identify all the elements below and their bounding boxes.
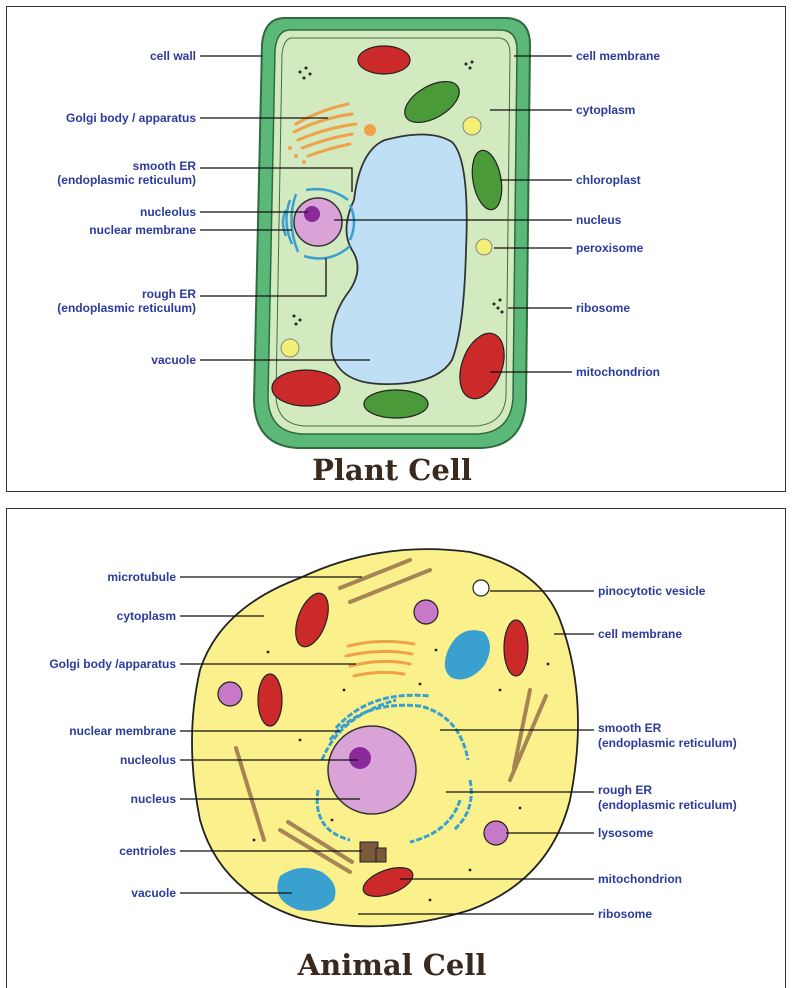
label-golgi: Golgi body / apparatus <box>66 111 196 125</box>
animal-golgi <box>344 639 416 678</box>
plant-ribosomes <box>292 60 504 326</box>
label-nucleolus: nucleolus <box>140 205 196 219</box>
animal-cell-panel <box>6 508 786 988</box>
plant-golgi <box>292 102 358 158</box>
animal-cell-title: Animal Cell <box>297 948 487 982</box>
animal-nucleus <box>327 725 417 815</box>
label-microtubule: microtubule <box>107 570 176 584</box>
plant-er <box>281 187 356 260</box>
plant-mitochondrion <box>357 45 411 75</box>
plant-nucleolus <box>304 206 320 222</box>
plant-peroxisome <box>280 338 300 358</box>
label-nucleus: nucleus <box>576 213 622 227</box>
animal-er <box>315 693 473 844</box>
plant-peroxisome <box>475 238 493 256</box>
label-centrioles: centrioles <box>119 844 176 858</box>
label-cell-membrane: cell membrane <box>598 627 682 641</box>
label-smooth-er-sub: (endoplasmic reticulum) <box>57 173 196 187</box>
label-golgi: Golgi body /apparatus <box>49 657 176 671</box>
animal-microtubules <box>234 558 548 874</box>
label-nucleolus: nucleolus <box>120 753 176 767</box>
plant-labels: cell wall Golgi body / apparatus smooth … <box>57 49 660 379</box>
label-smooth-er: smooth ER <box>133 159 197 173</box>
animal-lysosome <box>413 599 439 625</box>
plant-chloroplast <box>471 149 503 211</box>
animal-mitochondrion <box>503 619 529 677</box>
label-nucleus: nucleus <box>131 792 177 806</box>
plant-peroxisome <box>462 116 482 136</box>
animal-mitochondrion <box>257 673 283 727</box>
label-cytoplasm: cytoplasm <box>576 103 635 117</box>
animal-ribosomes <box>252 648 550 902</box>
label-mitochondrion: mitochondrion <box>598 872 682 886</box>
plant-nucleus <box>293 197 343 247</box>
plant-chloroplast <box>363 389 429 419</box>
label-vacuole: vacuole <box>131 886 176 900</box>
plant-cell-title: Plant Cell <box>312 453 472 487</box>
animal-mitochondrion <box>295 592 329 648</box>
label-smooth-er-sub: (endoplasmic reticulum) <box>598 736 737 750</box>
label-cell-wall: cell wall <box>150 49 196 63</box>
label-smooth-er: smooth ER <box>598 721 662 735</box>
label-lysosome: lysosome <box>598 826 654 840</box>
label-rough-er-sub: (endoplasmic reticulum) <box>57 301 196 315</box>
plant-mitochondrion <box>271 369 341 407</box>
plant-cell-membrane <box>275 37 511 427</box>
plant-golgi-vesicle <box>302 160 306 164</box>
animal-leader-lines <box>180 576 594 915</box>
animal-mitochondrion <box>362 867 414 897</box>
label-rough-er-sub: (endoplasmic reticulum) <box>598 798 737 812</box>
label-ribosome: ribosome <box>598 907 652 921</box>
label-rough-er: rough ER <box>142 287 196 301</box>
animal-centriole <box>375 847 387 863</box>
label-pinocytotic-vesicle: pinocytotic vesicle <box>598 584 706 598</box>
plant-golgi-vesicle <box>294 154 298 158</box>
plant-golgi-vesicle <box>288 146 292 150</box>
plant-leader-lines <box>200 55 572 373</box>
label-ribosome: ribosome <box>576 301 630 315</box>
label-chloroplast: chloroplast <box>576 173 641 187</box>
plant-mitochondrion <box>459 332 505 400</box>
plant-golgi-vesicle <box>364 124 376 136</box>
label-cell-membrane: cell membrane <box>576 49 660 63</box>
label-cytoplasm: cytoplasm <box>117 609 176 623</box>
plant-vacuole <box>330 133 468 386</box>
animal-pinocytotic-vesicle <box>472 579 490 597</box>
animal-nucleolus <box>349 747 371 769</box>
animal-vacuole <box>277 867 336 911</box>
label-nuclear-membrane: nuclear membrane <box>89 223 196 237</box>
label-peroxisome: peroxisome <box>576 241 644 255</box>
label-mitochondrion: mitochondrion <box>576 365 660 379</box>
animal-labels: microtubule cytoplasm Golgi body /appara… <box>49 570 736 921</box>
leader-line <box>200 167 353 192</box>
plant-chloroplast <box>404 80 460 124</box>
label-rough-er: rough ER <box>598 783 652 797</box>
leader-line <box>200 258 327 297</box>
label-vacuole: vacuole <box>151 353 196 367</box>
animal-lysosome <box>217 681 243 707</box>
label-nuclear-membrane: nuclear membrane <box>69 724 176 738</box>
plant-cell-diagram <box>252 17 532 449</box>
animal-vacuole <box>444 630 490 680</box>
animal-cell-diagram <box>191 548 579 928</box>
